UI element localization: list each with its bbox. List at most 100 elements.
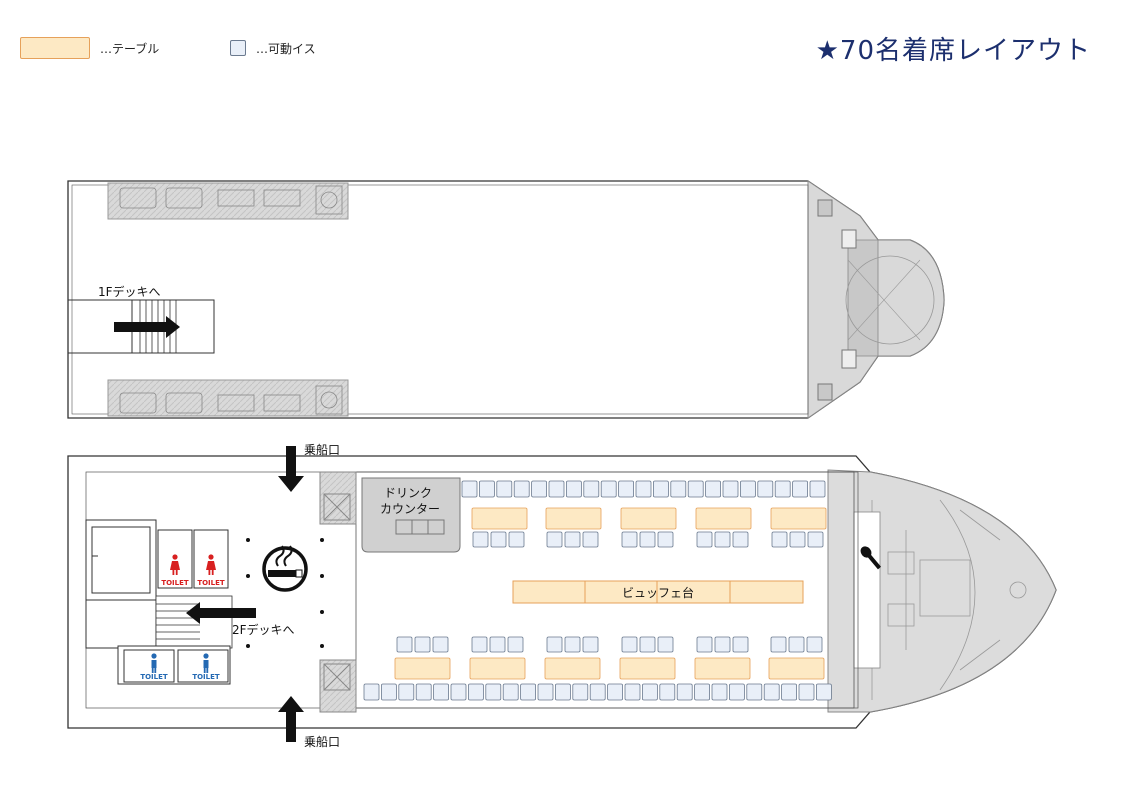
bench-chair-bottom: [816, 683, 832, 701]
chair: [770, 636, 787, 653]
chair: [472, 531, 489, 548]
deck-1f-bow-structure: [827, 469, 1057, 713]
chair: [432, 636, 449, 653]
chair: [732, 636, 749, 653]
chair: [806, 636, 823, 653]
bench-chair-bottom: [694, 683, 710, 701]
buffet-table: [512, 580, 804, 604]
chair: [507, 636, 524, 653]
deck-1f-stairs: [155, 595, 233, 649]
male-toilet-icon: [151, 653, 209, 673]
table: [695, 507, 752, 530]
bench-chair-top: [618, 480, 634, 498]
bench-chair-top: [774, 480, 791, 498]
deck-2f-stairs-label: 1Fデッキへ: [98, 284, 161, 299]
female-toilet-label-1: TOILET: [161, 579, 189, 587]
deck-1f-stairs-label: 2Fデッキへ: [232, 622, 295, 637]
male-toilets: TOILET TOILET: [117, 645, 231, 685]
table: [544, 657, 601, 680]
bench-chair-bottom: [433, 683, 450, 701]
bench-chair-bottom: [467, 683, 484, 701]
chair: [696, 531, 713, 548]
bench-chair-bottom: [659, 683, 676, 701]
bench-chair-bottom: [555, 683, 571, 701]
bench-chair-bottom: [398, 683, 415, 701]
table: [394, 657, 451, 680]
smoking-icon: [262, 545, 308, 592]
table: [469, 657, 526, 680]
legend-chair-label: …可動イス: [256, 41, 316, 56]
legend-table-label: …テーブル: [100, 41, 160, 56]
chair: [582, 636, 599, 653]
table: [545, 507, 602, 530]
legend-table: …テーブル: [20, 36, 159, 60]
bench-chair-bottom: [676, 683, 693, 701]
bench-chair-bottom: [798, 683, 815, 701]
chair: [657, 636, 674, 653]
bench-chair-top: [653, 480, 669, 498]
bench-chair-bottom: [607, 683, 623, 701]
legend-chair: …可動イス: [230, 36, 316, 60]
chair: [789, 531, 806, 548]
chair: [807, 531, 824, 548]
bench-chair-bottom: [729, 683, 745, 701]
bench-chair-top: [513, 480, 530, 498]
bench-chair-bottom: [624, 683, 641, 701]
female-toilets: TOILET TOILET: [157, 529, 229, 589]
chair: [639, 636, 656, 653]
smoking-area-dots: [246, 538, 324, 648]
chair: [582, 531, 599, 548]
legend-chair-swatch: [230, 40, 246, 56]
chair: [621, 636, 638, 653]
table: [471, 507, 528, 530]
deck-2f-top-equipment: [107, 182, 349, 220]
bench-chair-top: [548, 480, 565, 498]
legend-table-swatch: [20, 37, 90, 59]
deck-2f: 1Fデッキへ: [67, 180, 945, 419]
seating-layout: [363, 480, 832, 701]
table: [619, 657, 676, 680]
bench-chair-bottom: [502, 683, 519, 701]
bench-chair-top: [722, 480, 739, 498]
chair: [564, 636, 581, 653]
bench-chair-top: [740, 480, 756, 498]
chair: [714, 636, 731, 653]
chair: [639, 531, 656, 548]
drink-counter-label-2: カウンター: [380, 502, 440, 516]
drink-counter-label-1: ドリンク: [384, 486, 432, 500]
table: [694, 657, 751, 680]
bench-chair-top: [705, 480, 721, 498]
bench-chair-top: [809, 480, 826, 498]
bench-chair-top: [531, 480, 547, 498]
bench-chair-bottom: [520, 683, 536, 701]
bench-chair-bottom: [642, 683, 658, 701]
bench-chair-bottom: [380, 683, 397, 701]
chair: [564, 531, 581, 548]
chair: [471, 636, 488, 653]
chair: [489, 636, 506, 653]
deck-1f: ドリンク カウンター 2Fデッキへ: [67, 443, 1057, 749]
boarding-arrow-bottom-icon: [278, 696, 304, 742]
deck-1f-stairs-arrow-icon: [186, 602, 256, 624]
chair: [546, 636, 563, 653]
bench-chair-bottom: [415, 683, 432, 701]
boarding-arrow-top-icon: [278, 446, 304, 492]
chair: [788, 636, 805, 653]
male-toilet-label-2: TOILET: [192, 673, 220, 681]
chair: [732, 531, 749, 548]
bench-chair-top: [566, 480, 582, 498]
boarding-label-bottom: 乗船口: [304, 735, 340, 749]
chair: [621, 531, 638, 548]
female-toilet-label-2: TOILET: [197, 579, 225, 587]
deck-2f-bottom-equipment: [107, 379, 349, 417]
bench-chair-bottom: [485, 683, 502, 701]
salon-area: [355, 471, 855, 709]
chair: [546, 531, 563, 548]
table: [620, 507, 677, 530]
bench-chair-top: [757, 480, 774, 498]
boarding-label-top: 乗船口: [304, 443, 340, 457]
bench-chair-top: [461, 480, 478, 498]
male-toilet-label-1: TOILET: [140, 673, 168, 681]
bench-chair-bottom: [537, 683, 554, 701]
